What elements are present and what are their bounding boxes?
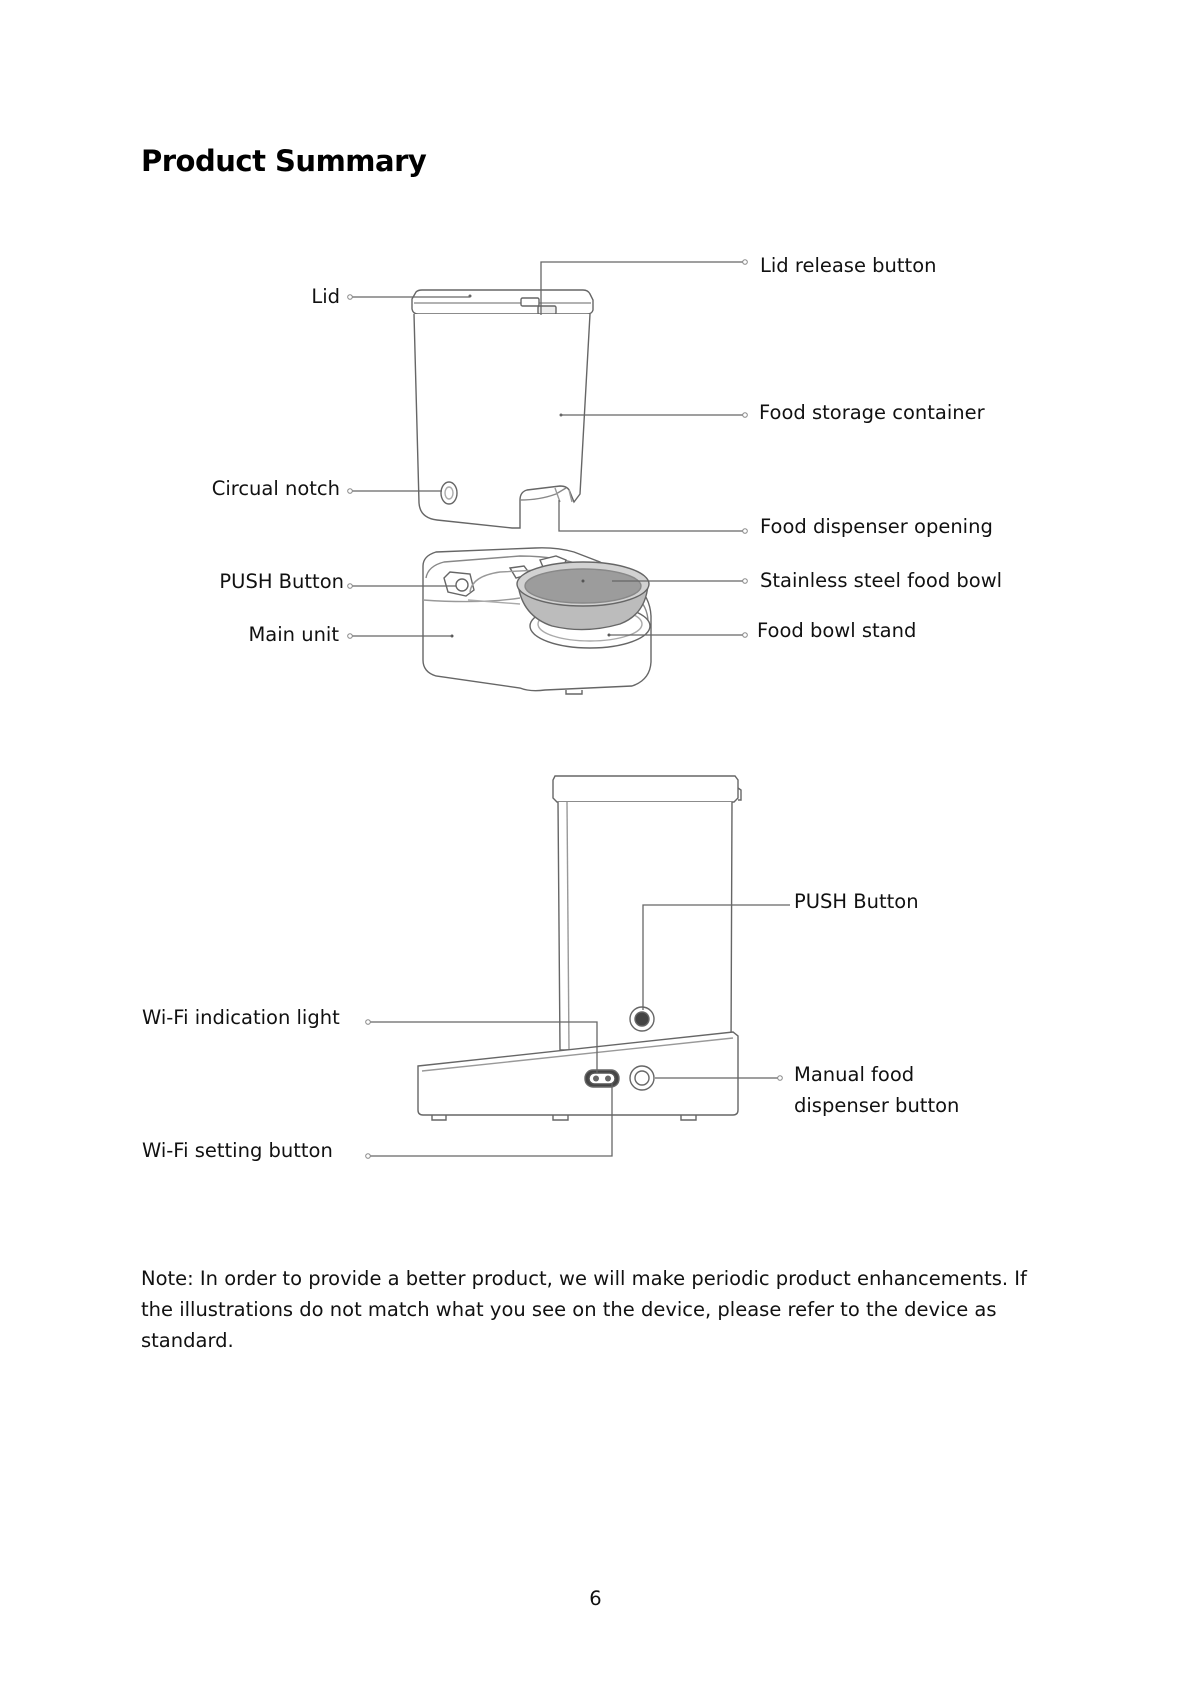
label-food-dispenser-opening: Food dispenser opening xyxy=(760,515,993,538)
label-food-storage-container: Food storage container xyxy=(759,401,985,424)
feeder-back-illustration xyxy=(417,775,742,1121)
label-stainless-steel-food-bowl: Stainless steel food bowl xyxy=(760,569,1003,592)
label-lid-release-button: Lid release button xyxy=(760,254,937,277)
label-wifi-indication-light: Wi-Fi indication light xyxy=(142,1006,340,1029)
label-lid: Lid xyxy=(311,285,340,308)
page-title: Product Summary xyxy=(141,144,427,178)
label-manual-food-dispenser-line1: Manual food xyxy=(794,1063,915,1086)
label-circual-notch: Circual notch xyxy=(211,477,340,500)
label-wifi-setting-button: Wi-Fi setting button xyxy=(142,1139,333,1162)
label-push-button-back: PUSH Button xyxy=(794,890,919,913)
note-paragraph: Note: In order to provide a better produ… xyxy=(141,1267,1027,1352)
feeder-top-illustration xyxy=(411,289,652,695)
label-food-bowl-stand: Food bowl stand xyxy=(757,619,917,642)
label-main-unit: Main unit xyxy=(248,623,339,646)
label-push-button-top: PUSH Button xyxy=(219,570,344,593)
label-manual-food-dispenser-line2: dispenser button xyxy=(794,1094,960,1117)
page-number: 6 xyxy=(589,1587,602,1610)
